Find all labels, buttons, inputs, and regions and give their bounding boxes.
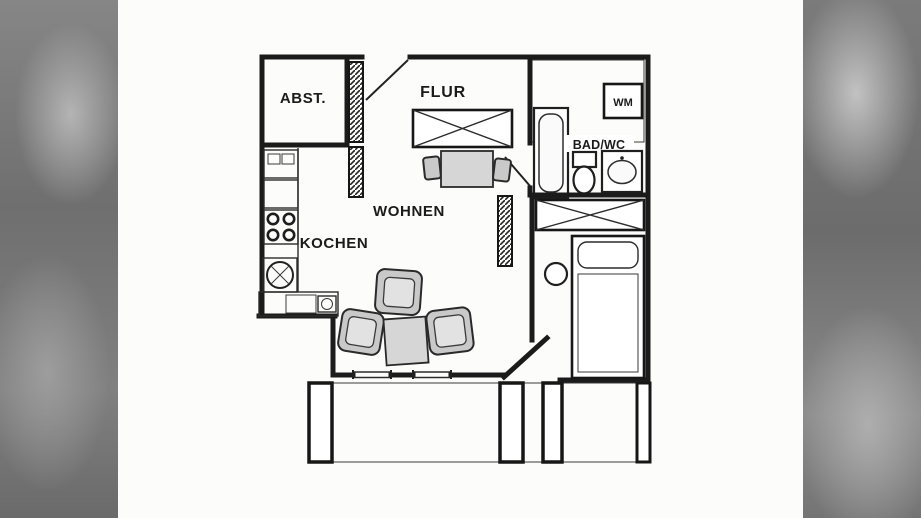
balcony-pillar <box>498 381 525 464</box>
washbasin-faucet <box>620 156 624 160</box>
burner <box>282 212 296 226</box>
sink-cross <box>270 265 290 285</box>
bedroom <box>534 198 646 380</box>
wall-diagonal <box>500 334 551 381</box>
room-label-flur: FLUR <box>420 84 466 101</box>
wardrobe-cross <box>412 109 513 148</box>
room-labels: ABST. FLUR WOHNEN KOCHEN <box>280 84 466 252</box>
blanket <box>577 273 639 373</box>
bathroom: WM BAD/WC <box>531 59 645 200</box>
bathtub-basin <box>538 113 564 193</box>
bed <box>570 234 646 380</box>
sink-basin <box>281 153 295 165</box>
wall-hatch-segment <box>348 146 364 198</box>
washbasin <box>607 159 637 185</box>
small-basin-unit <box>317 295 337 313</box>
balcony-pillar <box>541 381 564 464</box>
burner <box>266 212 280 226</box>
room-label-wm: WM <box>613 97 633 109</box>
kitchen-cabinet <box>263 179 299 209</box>
stove <box>263 209 299 245</box>
table <box>382 315 430 367</box>
toilet-bowl <box>572 165 596 195</box>
room-label-abst: ABST. <box>280 90 326 107</box>
room-label-bad-wc: BAD/WC <box>573 138 626 152</box>
small-table <box>440 150 494 188</box>
round-sink <box>266 261 294 289</box>
radiator <box>497 195 513 267</box>
drainer-grate <box>285 294 317 314</box>
room-label-wohnen: WOHNEN <box>373 203 445 220</box>
window <box>413 371 451 379</box>
hallway <box>411 108 514 149</box>
window-frame-ticks <box>352 370 452 379</box>
blurred-photo-edge-right <box>803 0 921 518</box>
washing-machine <box>602 82 644 120</box>
room-label-kochen: KOCHEN <box>300 235 369 252</box>
burner <box>282 228 296 242</box>
windows <box>352 370 452 379</box>
label-backing <box>564 135 634 152</box>
kitchen-sink-unit <box>263 149 299 179</box>
blurred-photo-edge-left <box>0 0 118 518</box>
walls <box>256 54 651 383</box>
wall-hatch-segment <box>348 61 364 143</box>
stool <box>492 157 512 183</box>
chair-seat <box>433 314 467 348</box>
balcony-pillar <box>635 381 652 464</box>
kitchen-lower-counter <box>258 291 339 317</box>
wall-abst-left-top <box>259 54 350 148</box>
pillow <box>577 241 639 269</box>
side-table <box>543 261 569 287</box>
window <box>353 371 391 379</box>
burner <box>266 228 280 242</box>
sink-basin <box>267 153 281 165</box>
balcony-pillar <box>307 381 334 464</box>
entrance-door-leaf <box>365 59 409 101</box>
seating-group <box>337 268 475 367</box>
balcony-hatch-area <box>308 382 651 463</box>
wardrobe-cross <box>535 199 645 231</box>
small-basin <box>321 298 333 310</box>
living-room-furniture <box>337 150 512 367</box>
chair-seat <box>345 316 377 348</box>
kitchen <box>258 148 339 317</box>
balcony-strip <box>307 381 652 464</box>
stool <box>422 155 442 181</box>
armchair-seat <box>382 276 416 309</box>
hatched-wall-segments <box>348 61 513 267</box>
toilet-tank <box>571 150 598 169</box>
